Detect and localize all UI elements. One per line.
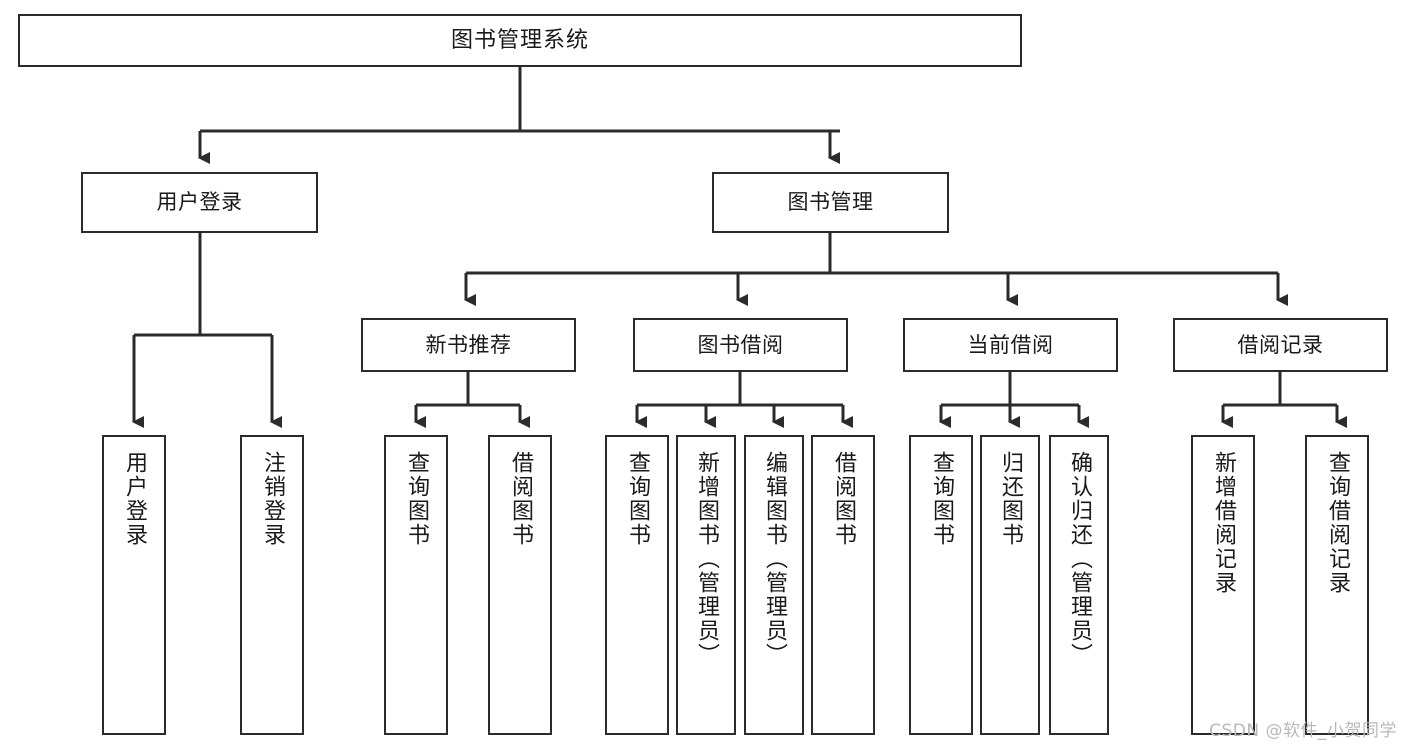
leaf-user-login-label: 用户登录 (121, 451, 147, 547)
node-borrow-record[interactable]: 借阅记录 (1173, 318, 1388, 372)
node-book-manage-label: 图书管理 (787, 190, 874, 215)
leaf-add-record-label: 新增借阅记录 (1210, 451, 1236, 595)
leaf-user-login[interactable]: 用户登录 (102, 435, 166, 735)
node-borrow-record-label: 借阅记录 (1237, 332, 1324, 357)
leaf-logout[interactable]: 注销登录 (240, 435, 304, 735)
leaf-borrow-book-1-label: 借阅图书 (507, 451, 533, 547)
leaf-return-book-label: 归还图书 (997, 451, 1023, 547)
leaf-add-record[interactable]: 新增借阅记录 (1191, 435, 1255, 735)
leaf-edit-book-label: 编辑图书（管理员） (761, 451, 787, 667)
watermark: CSDN @软件_小贺同学 (1209, 721, 1397, 741)
node-book-borrow[interactable]: 图书借阅 (633, 318, 848, 372)
node-root-label: 图书管理系统 (450, 27, 589, 53)
node-book-manage[interactable]: 图书管理 (712, 172, 949, 233)
node-current-borrow[interactable]: 当前借阅 (903, 318, 1118, 372)
leaf-query-book-1-label: 查询图书 (403, 451, 429, 547)
leaf-return-book[interactable]: 归还图书 (980, 435, 1040, 735)
leaf-query-book-2-label: 查询图书 (624, 451, 650, 547)
leaf-edit-book[interactable]: 编辑图书（管理员） (744, 435, 804, 735)
node-new-book-recommend-label: 新书推荐 (425, 332, 512, 357)
leaf-add-book-label: 新增图书（管理员） (693, 451, 719, 667)
node-new-book-recommend[interactable]: 新书推荐 (361, 318, 576, 372)
leaf-query-book-1[interactable]: 查询图书 (384, 435, 448, 735)
leaf-query-book-3-label: 查询图书 (928, 451, 954, 547)
leaf-add-book[interactable]: 新增图书（管理员） (676, 435, 736, 735)
node-user-login-label: 用户登录 (156, 190, 243, 215)
leaf-logout-label: 注销登录 (259, 451, 285, 547)
leaf-query-book-2[interactable]: 查询图书 (605, 435, 669, 735)
node-root[interactable]: 图书管理系统 (18, 14, 1022, 67)
leaf-query-record-label: 查询借阅记录 (1324, 451, 1350, 595)
leaf-confirm-return[interactable]: 确认归还（管理员） (1049, 435, 1109, 735)
leaf-borrow-book-1[interactable]: 借阅图书 (488, 435, 552, 735)
leaf-borrow-book-2-label: 借阅图书 (830, 451, 856, 547)
leaf-borrow-book-2[interactable]: 借阅图书 (811, 435, 875, 735)
leaf-query-book-3[interactable]: 查询图书 (909, 435, 973, 735)
node-book-borrow-label: 图书借阅 (697, 332, 784, 357)
node-user-login[interactable]: 用户登录 (81, 172, 318, 233)
node-current-borrow-label: 当前借阅 (967, 332, 1054, 357)
leaf-query-record[interactable]: 查询借阅记录 (1305, 435, 1369, 735)
leaf-confirm-return-label: 确认归还（管理员） (1066, 451, 1092, 667)
